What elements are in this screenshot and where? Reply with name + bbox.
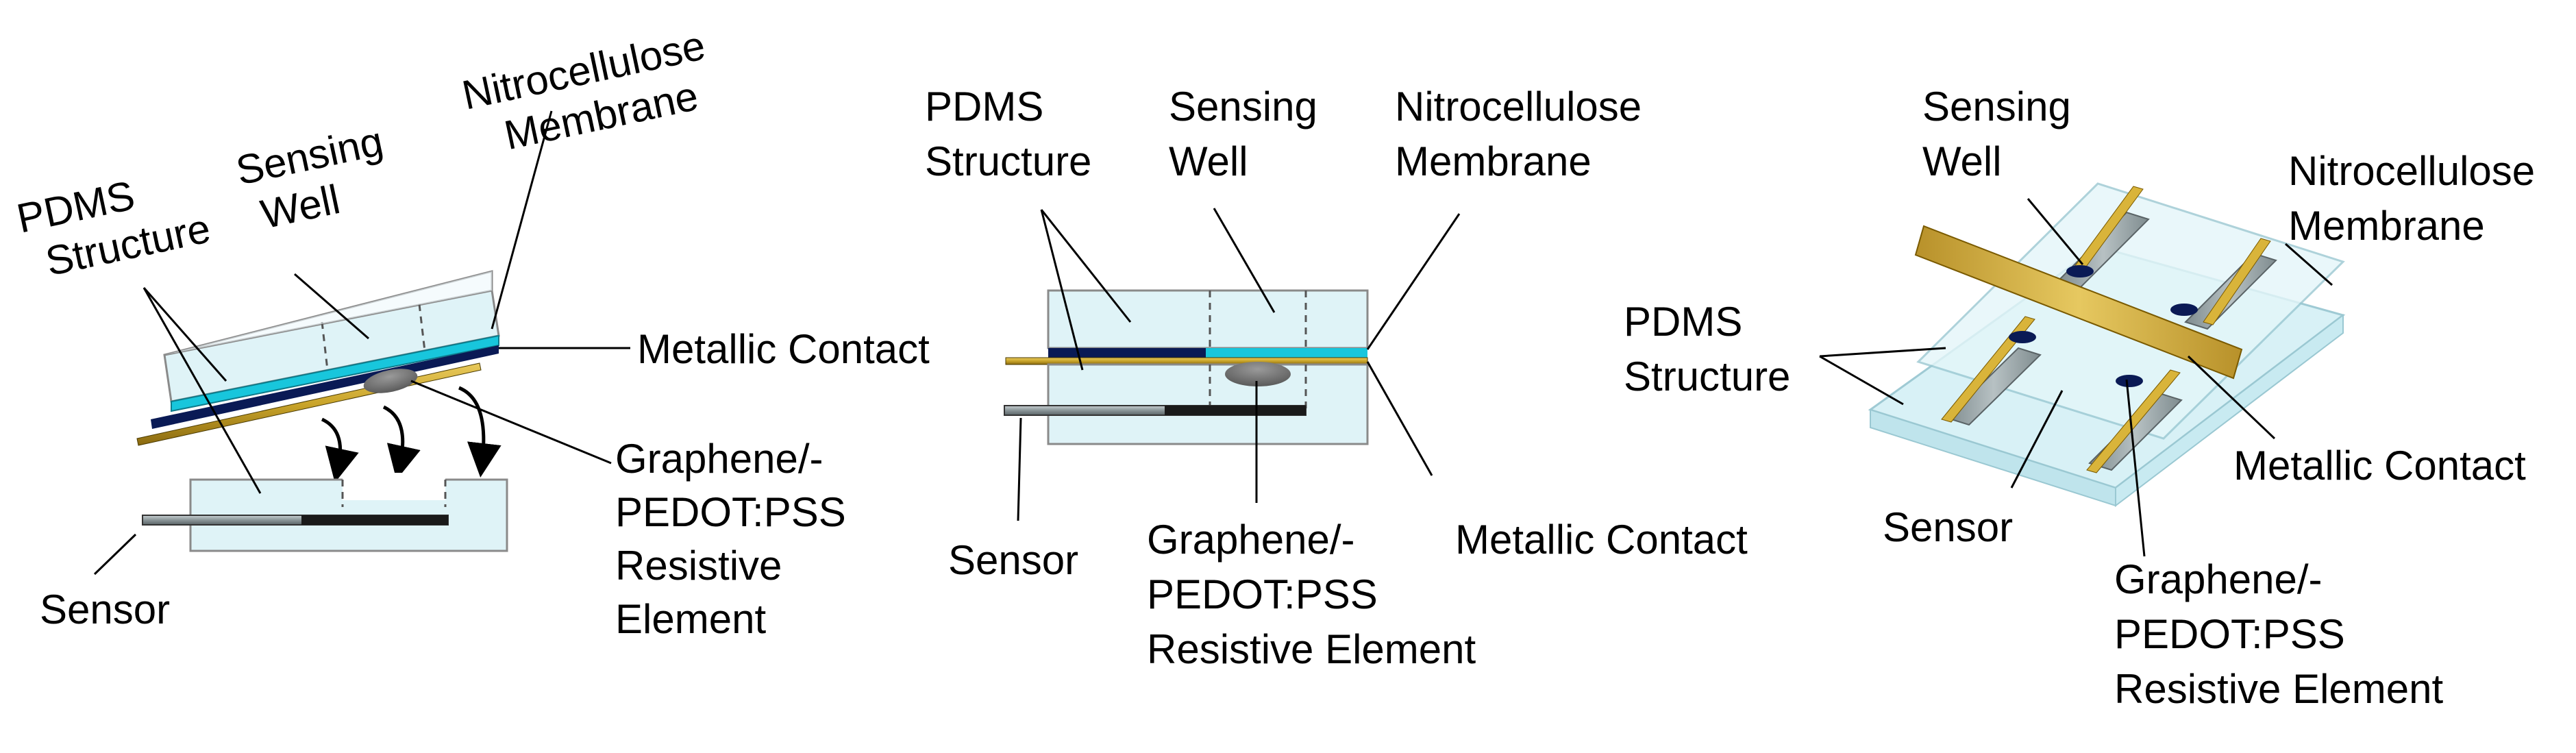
panel-c-sensing-well-4 xyxy=(2170,304,2198,316)
panel-c-metallic-contact-label: Metallic Contact xyxy=(2233,443,2526,489)
panel-a-resistive-line2: PEDOT:PSS xyxy=(615,489,846,535)
panel-c-sensor-pad-1 xyxy=(1946,347,2042,426)
panel-c-membrane-line2: Membrane xyxy=(2288,203,2485,249)
panel-a-resistive-line1: Graphene/- xyxy=(615,436,823,482)
panel-c-metal-contact-main xyxy=(1914,225,2243,380)
panel-a-leaders xyxy=(93,110,630,576)
panel-a: PDMS Structure Sensing Well Nitrocellulo… xyxy=(13,20,930,642)
panel-b-pdms-line2: Structure xyxy=(925,138,1091,184)
panel-b-resistive-label: Graphene/- PEDOT:PSS Resistive Element xyxy=(1147,517,1476,672)
panel-a-well-wall-right xyxy=(418,304,426,351)
panel-a-tilted-assembly xyxy=(136,270,500,446)
panel-a-well-wall-left xyxy=(321,321,329,371)
panel-a-arrow-2 xyxy=(382,405,421,480)
panel-b-pdms-line1: PDMS xyxy=(925,84,1043,129)
panel-c-pdms-line1: PDMS xyxy=(1624,299,1742,345)
panel-b-metallic-contact-label: Metallic Contact xyxy=(1455,517,1748,563)
panel-b-membrane-label: Nitrocellulose Membrane xyxy=(1395,84,1653,184)
panel-b-membrane-line2: Membrane xyxy=(1395,138,1592,184)
panel-c-labels: Sensing Well Nitrocellulose Membrane PDM… xyxy=(1624,84,2547,712)
panel-c-well-line1: Sensing xyxy=(1922,84,2071,129)
panel-b-well-label: Sensing Well xyxy=(1169,84,1329,184)
panel-a-membrane-label: Nitrocellulose Membrane xyxy=(458,20,730,165)
panel-c-resistive-line1: Graphene/- xyxy=(2114,556,2323,602)
panel-c-sensor-label: Sensor xyxy=(1883,504,2013,550)
panel-b-sensor-label: Sensor xyxy=(948,537,1078,583)
panel-a-flip-arrows xyxy=(321,386,501,483)
panel-a-pdms-top-face xyxy=(164,271,492,355)
panel-c-sensing-well-1 xyxy=(2009,331,2036,343)
panel-a-resistive-blob xyxy=(363,369,418,393)
panel-b-resistive-line3: Resistive Element xyxy=(1147,626,1476,672)
panel-a-metallic-contact-label: Metallic Contact xyxy=(637,326,930,372)
panel-a-resistive-line3: Resistive xyxy=(615,543,782,589)
panel-a-pdms-label: PDMS Structure xyxy=(13,158,214,288)
panel-c-membrane-label: Nitrocellulose Membrane xyxy=(2288,148,2547,249)
panel-c-chip xyxy=(1868,182,2346,508)
panel-b-resistive-line2: PEDOT:PSS xyxy=(1147,571,1378,617)
panel-c-pdms-line2: Structure xyxy=(1624,354,1790,399)
panel-b-upper-pdms xyxy=(1047,289,1369,349)
panel-a-resistive-line4: Element xyxy=(615,596,766,642)
panel-a-sensor-dark xyxy=(301,515,448,525)
panel-b: PDMS Structure Sensing Well Nitrocellulo… xyxy=(925,84,1748,672)
panel-a-resistive-label: Graphene/- PEDOT:PSS Resistive Element xyxy=(615,436,857,642)
panel-a-dark-layer xyxy=(151,345,499,429)
panel-c-sensing-well-3 xyxy=(2066,265,2094,277)
panel-b-well-line2: Well xyxy=(1169,138,1248,184)
panel-a-arrow-3 xyxy=(458,386,501,478)
panel-a-sensor-block xyxy=(142,473,508,552)
panel-b-lower-pdms xyxy=(1047,363,1369,445)
panel-c-pdms-side-right xyxy=(2115,313,2344,508)
panel-b-sensor-dark xyxy=(1165,406,1306,415)
panel-c-sensing-well-2 xyxy=(2116,375,2143,387)
panel-c-metal-contact-thin-4 xyxy=(2203,238,2271,325)
panel-c-metal-contact-thin-3 xyxy=(2086,369,2181,473)
panel-c-metal-contact-thin-1 xyxy=(1941,316,2035,423)
panel-b-pdms-label: PDMS Structure xyxy=(925,84,1091,184)
panel-b-well-line1: Sensing xyxy=(1169,84,1317,129)
panel-c-resistive-line3: Resistive Element xyxy=(2114,666,2444,712)
panel-b-labels: PDMS Structure Sensing Well Nitrocellulo… xyxy=(925,84,1748,672)
panel-c-resistive-line2: PEDOT:PSS xyxy=(2114,611,2345,657)
panel-b-leaders xyxy=(1017,208,1461,521)
panel-c-well-label: Sensing Well xyxy=(1922,84,2083,184)
panel-b-assembly xyxy=(1004,289,1369,445)
panel-c-membrane-line1: Nitrocellulose xyxy=(2288,148,2535,194)
panel-a-lower-well xyxy=(343,473,445,500)
panel-c-pdms-label: PDMS Structure xyxy=(1624,299,1790,399)
panel-b-resistive-line1: Graphene/- xyxy=(1147,517,1355,563)
panel-b-membrane xyxy=(1206,348,1367,358)
panel-a-arrow-1 xyxy=(321,417,359,483)
panel-c-well-line2: Well xyxy=(1922,138,2002,184)
panel-c-leaders xyxy=(1819,198,2333,557)
panel-b-membrane-line1: Nitrocellulose xyxy=(1395,84,1642,129)
panel-a-sensor-label: Sensor xyxy=(40,587,170,632)
panel-b-resistive-blob xyxy=(1225,362,1291,386)
panel-c: Sensing Well Nitrocellulose Membrane PDM… xyxy=(1624,84,2547,712)
panel-a-well-label: Sensing Well xyxy=(232,116,408,241)
panel-c-resistive-label: Graphene/- PEDOT:PSS Resistive Element xyxy=(2114,556,2444,712)
